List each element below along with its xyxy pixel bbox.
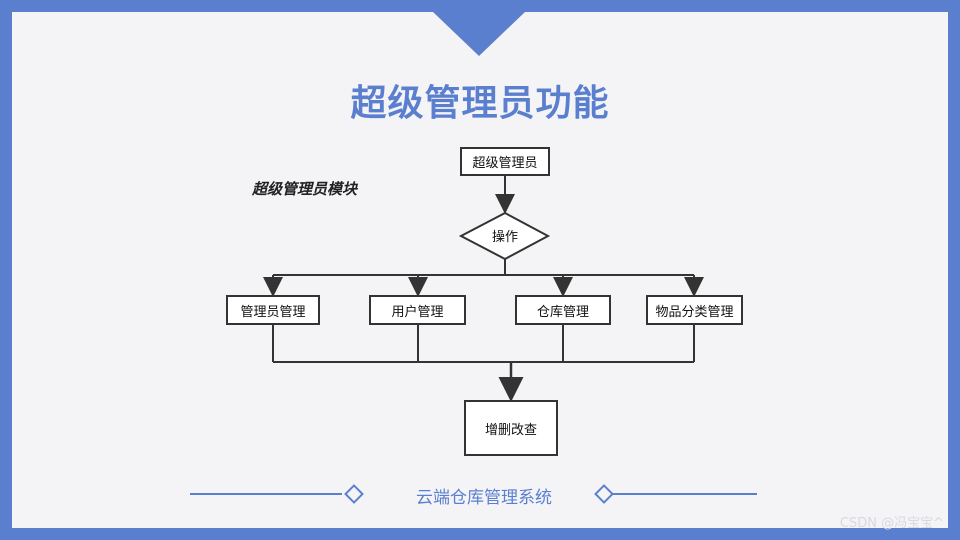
node-decision-label: 操作 <box>491 230 518 245</box>
node-admin-management: 管理员管理 <box>226 295 320 325</box>
watermark: CSDN @冯宝宝^ <box>839 516 944 531</box>
top-notch-decoration <box>433 12 525 56</box>
node-warehouse-management: 仓库管理 <box>515 295 611 325</box>
node-user-management: 用户管理 <box>369 295 466 325</box>
footer-line-right <box>612 493 757 495</box>
node-category-management: 物品分类管理 <box>646 295 743 325</box>
page-title: 超级管理员功能 <box>350 83 610 124</box>
node-crud: 增删改查 <box>464 400 558 456</box>
module-label: 超级管理员模块 <box>252 180 358 198</box>
footer-line-left <box>190 493 342 495</box>
footer-text: 云端仓库管理系统 <box>416 488 552 508</box>
node-root: 超级管理员 <box>460 147 550 176</box>
